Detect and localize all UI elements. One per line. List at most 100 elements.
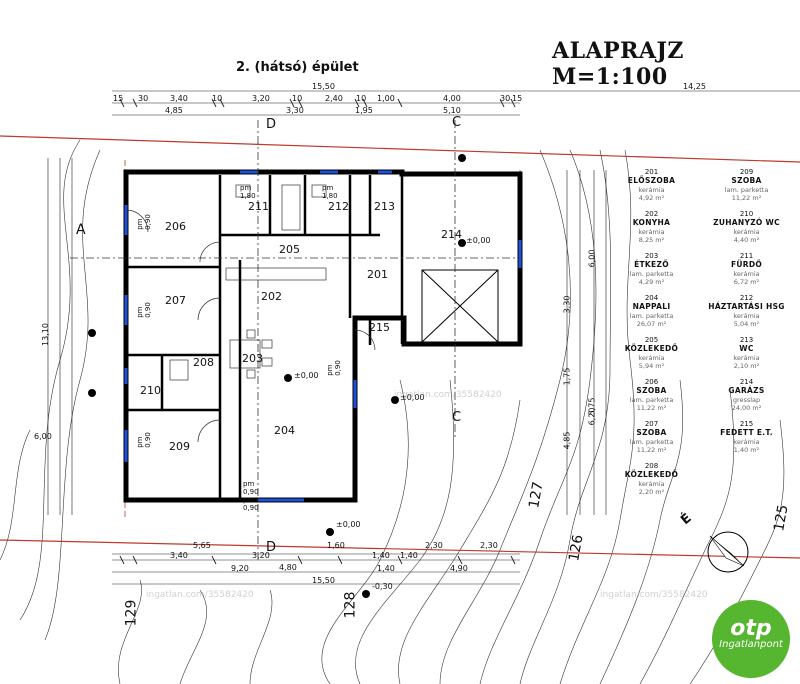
room-204: 204 (274, 424, 295, 437)
opening-label: pm 0,90 (135, 214, 152, 230)
section-mark-d: D (266, 540, 277, 555)
opening-label: pm 0,90 (325, 360, 342, 376)
room-202: 202 (261, 290, 282, 303)
elevation-markers (88, 154, 466, 598)
otp-logo: otp Ingatlanpont (712, 600, 790, 678)
opening-label: pm 1,80 (240, 184, 256, 200)
elevation-label: ±0,00 (400, 393, 425, 402)
elevation-label: ±0,00 (294, 371, 319, 380)
dimension-lines (47, 90, 800, 585)
section-mark-c: C (452, 115, 462, 130)
dim-right: 4,85 (562, 431, 572, 450)
elevation-label: ±0,00 (466, 236, 491, 245)
room-206: 206 (165, 220, 186, 233)
room-215: 215 (369, 321, 390, 334)
dim-top3: 15,50 (312, 82, 335, 91)
room-207: 207 (165, 294, 186, 307)
drawing-title: ALAPRAJZ M=1:100 (552, 38, 684, 90)
room-201: 201 (367, 268, 388, 281)
garage-ramp (421, 269, 499, 343)
dim-top: 30 (500, 94, 511, 103)
dim-bottom: 2,30 (480, 541, 498, 550)
watermark: ingatlan.com/35582420 (394, 390, 502, 400)
dim-top: 4,00 (443, 94, 461, 103)
room-208: 208 (193, 356, 214, 369)
dim-top: 3,20 (252, 94, 270, 103)
room-209: 209 (169, 440, 190, 453)
section-mark-c: C (452, 410, 462, 425)
room-211: 211 (248, 200, 269, 213)
section-mark-d: D (266, 117, 277, 132)
dim-left-outer: 6,00 (34, 432, 52, 441)
furniture (125, 184, 376, 443)
room-213: 213 (374, 200, 395, 213)
dim-top: 15 (512, 94, 523, 103)
dim-bottom: 1,40 (400, 551, 418, 560)
contour-label: 128 (342, 591, 359, 619)
dim-bottom4: 15,50 (312, 576, 335, 585)
room-214: 214 (441, 228, 462, 241)
dim-bottom3: 1,40 (377, 564, 395, 573)
dim-right: 6,00 (587, 249, 597, 268)
dim-top2: 5,10 (443, 106, 461, 115)
dim-top: 10 (356, 94, 367, 103)
drawing-subtitle: 2. (hátsó) épület (236, 60, 359, 75)
dim-bottom: 3,20 (252, 551, 270, 560)
dim-bottom2: 5,65 (193, 541, 211, 550)
room-212: 212 (328, 200, 349, 213)
watermark: ingatlan.com/35582420 (600, 590, 708, 600)
opening-label: pm 0,90 pm 0,90 (243, 480, 259, 512)
watermark: ingatlan.com/35582420 (146, 590, 254, 600)
dim-top: 3,40 (170, 94, 188, 103)
dim-top2: 4,85 (165, 106, 183, 115)
dim-bottom3: 4,90 (450, 564, 468, 573)
dim-right: 3,30 (562, 295, 572, 314)
dim-top: 10 (212, 94, 223, 103)
dim-top2: 1,95 (355, 106, 373, 115)
section-lines (70, 120, 520, 560)
dim-top3: 14,25 (683, 82, 706, 91)
dim-top: 15 (113, 94, 124, 103)
dim-left-outer: 13,10 (40, 323, 50, 346)
dim-top: 1,00 (377, 94, 395, 103)
opening-label: pm 0,90 (135, 302, 152, 318)
dimension-ticks (119, 98, 516, 565)
dim-bottom2: 4,80 (279, 563, 297, 572)
room-205: 205 (279, 243, 300, 256)
elevation-label: -0,30 (372, 582, 393, 591)
logo-name: otp (730, 616, 772, 641)
opening-label: pm 0,90 (135, 432, 152, 448)
room-210: 210 (140, 384, 161, 397)
dim-bottom: 1,40 (372, 551, 390, 560)
dim-bottom: 3,40 (170, 551, 188, 560)
elevation-label: ±0,00 (336, 520, 361, 529)
dim-top: 10 (292, 94, 303, 103)
room-203: 203 (242, 352, 263, 365)
dim-right: 1,75 (562, 367, 572, 386)
dim-top: 30 (138, 94, 149, 103)
section-mark-a: A (76, 222, 86, 238)
dim-right: 6,20 (587, 407, 597, 426)
dim-top: 2,40 (325, 94, 343, 103)
dim-top2: 3,30 (286, 106, 304, 115)
opening-label: pm 1,80 (322, 184, 338, 200)
dim-bottom3: 9,20 (231, 564, 249, 573)
contour-label: 129 (123, 599, 140, 627)
